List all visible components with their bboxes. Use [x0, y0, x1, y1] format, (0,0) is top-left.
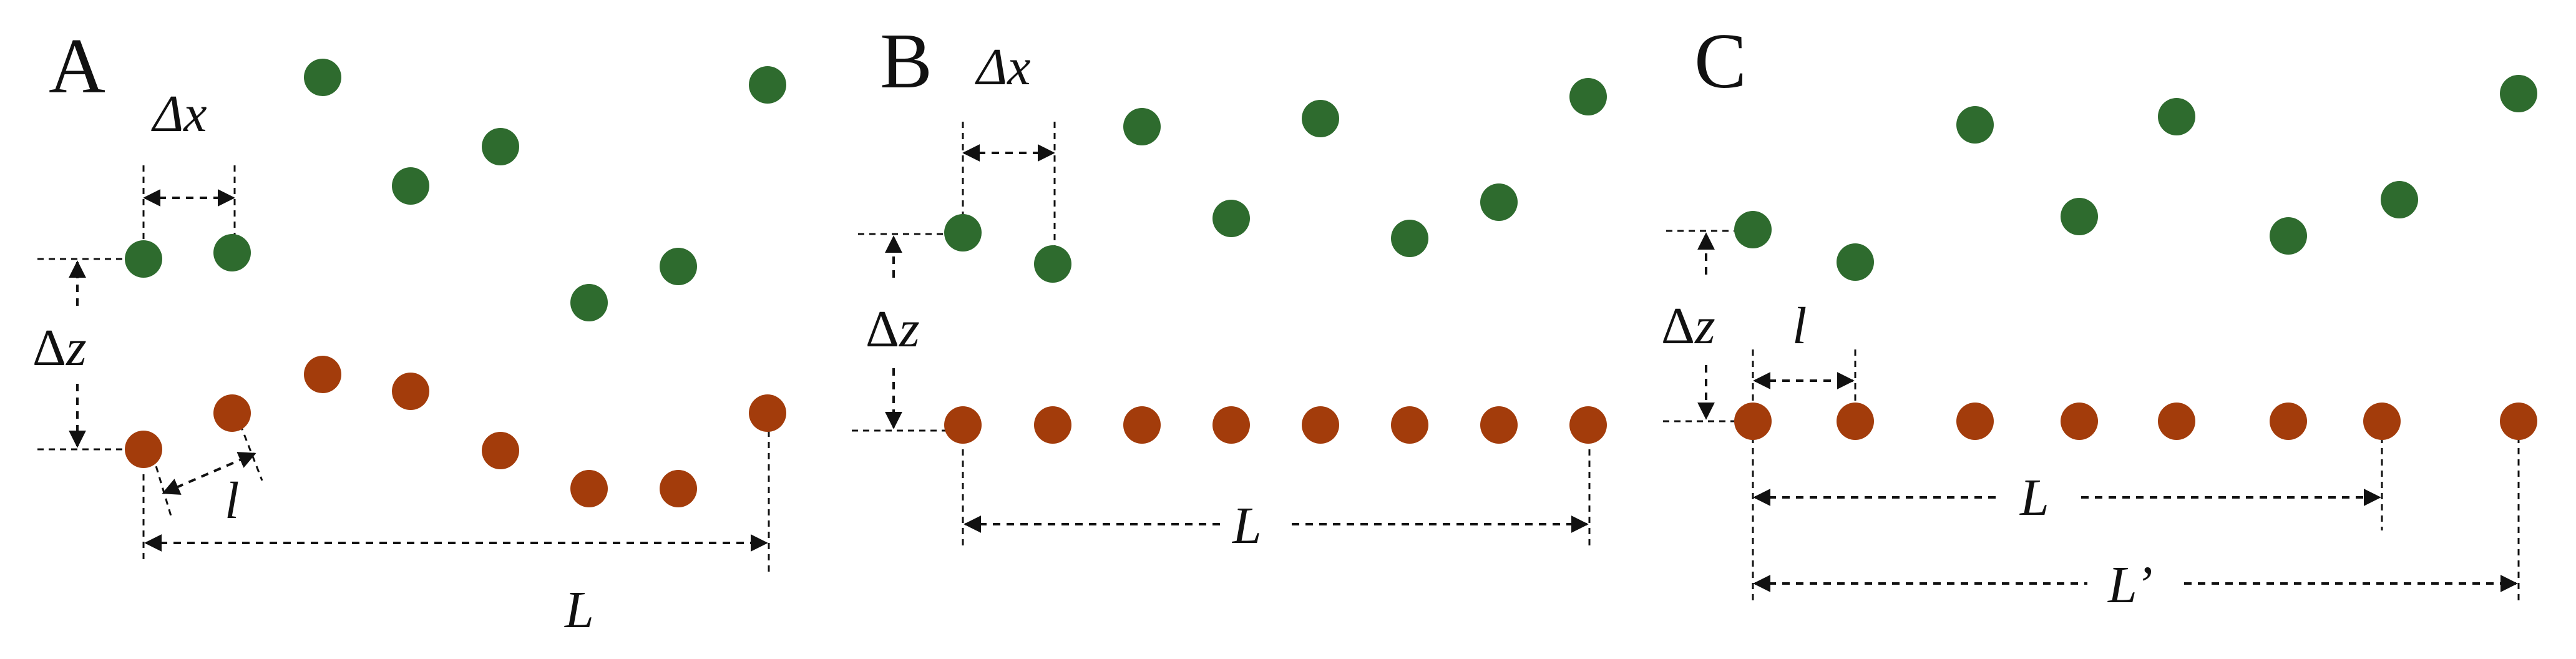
panel-c-green-dot-5: [2158, 98, 2195, 135]
panel-b-L-label: L: [1232, 497, 1262, 555]
panel-b-brown-dot-7: [1480, 406, 1518, 444]
panel-b-brown-dot-5: [1302, 406, 1339, 444]
panel-b-green-dot-5: [1302, 100, 1339, 137]
panel-a-green-chain: [125, 59, 786, 321]
panel-b-green-chain: [944, 78, 1607, 283]
panel-c-green-dot-6: [2270, 217, 2307, 255]
panel-a-l-arrow: [162, 452, 256, 495]
panel-a-brown-dot-8: [749, 394, 786, 432]
panel-a-dz-label: Δz: [32, 319, 87, 377]
panel-c-dz-label: Δz: [1661, 297, 1715, 355]
panel-c-green-chain: [1734, 75, 2537, 281]
panel-a-green-dot-8: [749, 66, 786, 104]
panel-b-green-dot-1: [944, 214, 982, 251]
panel-b-brown-dot-6: [1391, 406, 1428, 444]
panel-c-green-dot-8: [2500, 75, 2537, 112]
panel-b-brown-dot-8: [1569, 406, 1607, 444]
panel-a-brown-dot-2: [213, 394, 251, 432]
panel-b-dx-label: Δx: [975, 38, 1031, 96]
panel-b-green-dot-3: [1123, 108, 1161, 145]
panel-a-brown-dot-1: [125, 431, 162, 468]
panel-c-green-dot-2: [1837, 243, 1874, 281]
panel-a-brown-dot-3: [304, 356, 341, 393]
panel-c-green-dot-1: [1734, 211, 1772, 248]
panel-b-green-dot-8: [1569, 78, 1607, 115]
panel-a-brown-dot-5: [482, 432, 519, 469]
panel-c-brown-dot-2: [1837, 403, 1874, 440]
panel-b-brown-dot-3: [1123, 406, 1161, 444]
panel-c-brown-dot-5: [2158, 403, 2195, 440]
panel-c-green-dot-4: [2061, 198, 2098, 235]
panel-a-brown-dot-6: [570, 470, 608, 507]
panel-a-brown-dot-4: [392, 373, 429, 410]
panel-a-l-label: l: [225, 472, 239, 530]
panel-a-green-dot-7: [660, 248, 697, 285]
panel-c-l-label: l: [1792, 297, 1807, 355]
panel-b-brown-chain: [944, 406, 1607, 444]
panel-b-green-dot-6: [1391, 220, 1428, 257]
panel-b-green-dot-2: [1034, 245, 1071, 283]
panel-b-green-dot-7: [1480, 183, 1518, 221]
panel-a-brown-chain: [125, 356, 786, 507]
panel-a-green-dot-4: [392, 167, 429, 205]
panel-c-brown-chain: [1734, 403, 2537, 440]
panel-b-letter: B: [880, 18, 932, 105]
panel-c-brown-dot-3: [1956, 403, 1994, 440]
panel-c-letter: C: [1694, 18, 1747, 105]
panel-b-brown-dot-1: [944, 406, 982, 444]
panel-c-Lprime-label: L’: [2107, 556, 2153, 614]
panel-c-brown-dot-1: [1734, 403, 1772, 440]
panel-c-L-label: L: [2019, 469, 2049, 527]
panel-a-green-dot-2: [213, 234, 251, 271]
panel-c-green-dot-3: [1956, 106, 1994, 144]
panel-b-dz-label: Δz: [866, 300, 920, 358]
panel-b-brown-dot-2: [1034, 406, 1071, 444]
panel-a-brown-dot-7: [660, 470, 697, 507]
panel-b-green-dot-4: [1212, 200, 1250, 237]
panel-c-brown-dot-7: [2363, 403, 2401, 440]
panel-c-brown-dot-8: [2500, 403, 2537, 440]
panel-a: A Δx Δz l L: [32, 23, 786, 639]
panel-c: C Δz l L L’: [1661, 18, 2537, 614]
panel-a-green-dot-3: [304, 59, 341, 96]
panel-c-green-dot-7: [2381, 181, 2418, 218]
panel-a-L-label: L: [564, 581, 594, 639]
panel-a-letter: A: [49, 23, 105, 110]
panel-a-green-dot-6: [570, 284, 608, 321]
panel-b: B Δx Δz L: [852, 18, 1607, 555]
panel-a-dx-label: Δx: [151, 85, 207, 143]
panel-a-green-dot-5: [482, 128, 519, 165]
panel-c-brown-dot-4: [2061, 403, 2098, 440]
panel-a-green-dot-1: [125, 240, 162, 278]
panel-c-brown-dot-6: [2270, 403, 2307, 440]
panel-b-brown-dot-4: [1212, 406, 1250, 444]
